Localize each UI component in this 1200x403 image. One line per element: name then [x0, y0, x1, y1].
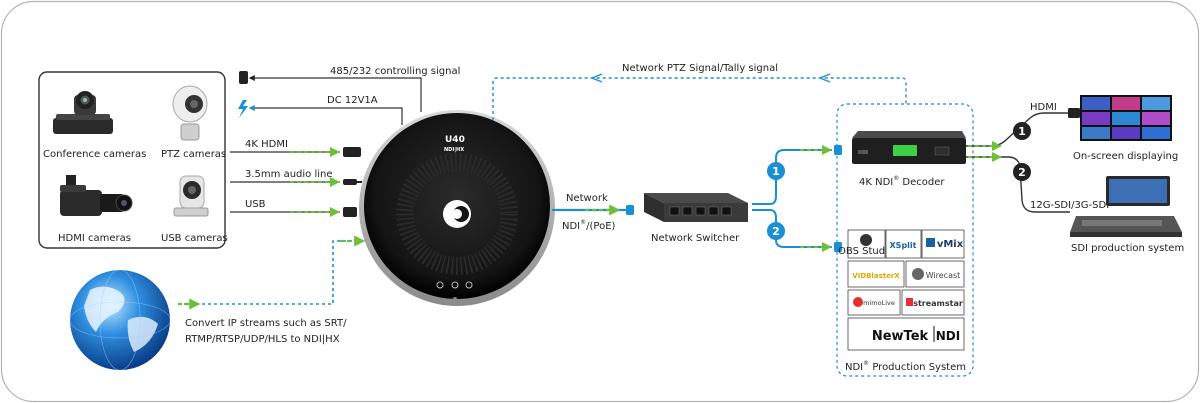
controlling-signal-link: 485/232 controlling signal — [239, 66, 460, 112]
sdi-production-system-icon — [1070, 176, 1182, 237]
power-label: DC 12V1A — [327, 95, 378, 106]
obs-logo-label: OBS Studio — [838, 246, 894, 257]
ndi-encoder-device: U40 NDI|HX — [359, 110, 555, 306]
rj45-plug-icon — [626, 205, 634, 215]
lightning-icon — [238, 100, 248, 118]
hdmi-signal-label: 4K HDMI — [245, 139, 288, 150]
newtek-ndi-logo — [847, 317, 965, 351]
ip-stream-link — [178, 235, 366, 310]
usb-cameras-label: USB cameras — [161, 233, 228, 244]
usb-plug-icon — [343, 207, 357, 217]
conference-cameras-label: Conference cameras — [43, 149, 146, 160]
hdmi-cameras-label: HDMI cameras — [58, 233, 131, 244]
lock-button-icon[interactable] — [465, 281, 473, 289]
encoder-brand-mark: U40 — [445, 135, 465, 145]
network-switcher-label: Network Switcher — [651, 233, 740, 244]
ip-streams-line2: RTMP/RTSP/UDP/HLS to NDI|HX — [185, 334, 340, 345]
hdmi-camera-icon — [60, 175, 133, 216]
audio-signal-label: 3.5mm audio line — [245, 169, 333, 180]
streamstar-logo-label: streamstar — [913, 299, 963, 308]
network-ndi-label: NDI®/(PoE) — [562, 219, 616, 232]
sdi-output-label: 12G-SDI/3G-SDI — [1030, 200, 1109, 211]
conference-camera-icon — [53, 91, 113, 134]
usb-camera-icon — [173, 175, 209, 217]
camera-group: Conference cameras PTZ cameras HDMI came… — [38, 71, 228, 249]
network-ptz-label: Network PTZ Signal/Tally signal — [622, 63, 778, 74]
network-ptz-tally-link: Network PTZ Signal/Tally signal — [492, 63, 907, 120]
vidblaster-logo-label: VIDBlasterX — [852, 272, 900, 280]
ptz-cameras-label: PTZ cameras — [161, 149, 226, 160]
ndi-logo-label: NDI — [936, 329, 960, 343]
ndi-decoder-device — [852, 131, 966, 164]
ndi-production-system-label: NDI® Production System — [845, 360, 966, 373]
refresh-button-icon[interactable] — [451, 281, 459, 289]
video-wall-icon — [1080, 95, 1172, 141]
vmix-logo-label: vMix — [937, 239, 964, 250]
usb-signal-label: USB — [245, 199, 266, 210]
power-link: DC 12V1A — [238, 95, 403, 125]
route-badge-1-label: 1 — [772, 165, 780, 178]
network-link: Network NDI®/(PoE) — [552, 193, 634, 232]
internet-globe-icon — [69, 269, 171, 371]
switch-to-ndi-system-link: 2 — [752, 209, 842, 252]
route-badge-1 — [767, 162, 785, 180]
decoder-hdmi-output-link: 1 HDMI — [966, 102, 1080, 151]
audio-input-link: 3.5mm audio line — [230, 169, 362, 187]
network-switcher-device — [644, 193, 748, 222]
output-badge-2 — [1013, 163, 1031, 181]
wirecast-logo-label: Wirecast — [926, 271, 961, 280]
xsplit-logo — [885, 229, 922, 259]
route-badge-2-label: 2 — [772, 225, 780, 238]
onscreen-display-label: On-screen displaying — [1073, 151, 1178, 162]
ip-streams-line1: Convert IP streams such as SRT/ — [185, 318, 347, 329]
hdmi-plug-icon — [343, 147, 361, 157]
ndi-decoder-label: 4K NDI® Decoder — [859, 175, 945, 188]
ndi-receive-group-box — [836, 103, 974, 377]
power-button-icon[interactable] — [436, 281, 444, 289]
route-badge-2 — [767, 222, 785, 240]
output-badge-2-label: 2 — [1018, 166, 1026, 179]
output-badge-1-label: 1 — [1018, 125, 1026, 138]
mimolive-logo-label: mimoLive — [863, 299, 895, 307]
hdmi-output-label: HDMI — [1030, 102, 1057, 113]
encoder-brand-sub: NDI|HX — [444, 147, 464, 153]
vidblaster-logo — [847, 260, 905, 288]
xsplit-logo-label: XSplit — [890, 241, 917, 250]
newtek-logo-label: NewTek — [872, 329, 929, 344]
hdmi-input-link: 4K HDMI — [230, 139, 361, 157]
vmix-logo — [921, 229, 965, 259]
output-badge-1 — [1013, 122, 1031, 140]
network-label: Network — [566, 193, 608, 204]
decoder-display-icon — [893, 145, 917, 156]
controlling-signal-label: 485/232 controlling signal — [330, 66, 460, 77]
ndi-software-logos: OBS Studio XSplit vMix VIDBlasterX Wirec… — [838, 229, 965, 351]
audio-plug-icon — [343, 179, 357, 185]
sdi-production-system-label: SDI production system — [1071, 243, 1184, 254]
ptz-camera-icon — [172, 85, 208, 141]
status-led-icon — [453, 297, 457, 301]
decoder-sdi-output-link: 2 12G-SDI/3G-SDI — [966, 152, 1109, 213]
usb-input-link: USB — [230, 199, 357, 217]
switch-to-decoder-link: 1 — [752, 145, 842, 205]
